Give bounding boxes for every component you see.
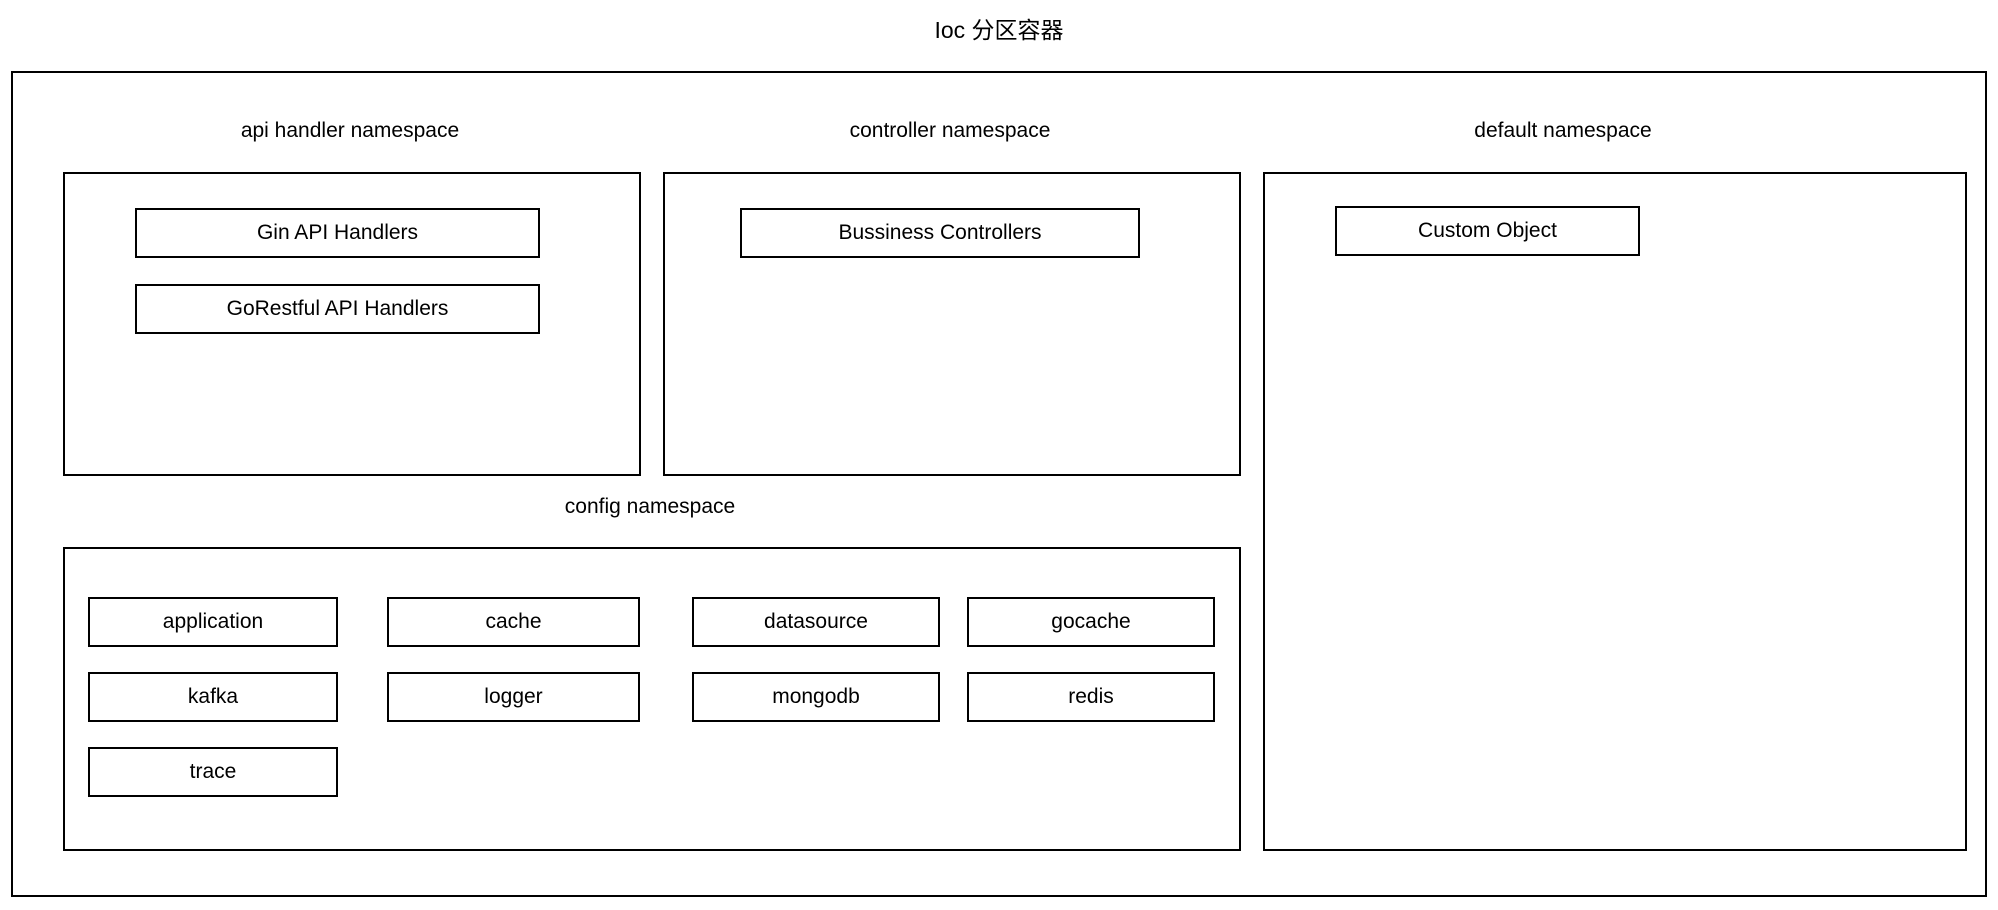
controller-namespace-box: Bussiness Controllers xyxy=(663,172,1241,476)
node-config-trace: trace xyxy=(88,747,338,797)
default-namespace-box: Custom Object xyxy=(1263,172,1967,851)
node-gin-api-handlers: Gin API Handlers xyxy=(135,208,540,258)
node-gorestful-api-handlers: GoRestful API Handlers xyxy=(135,284,540,334)
default-namespace-label: default namespace xyxy=(1474,119,1652,142)
config-namespace-box: application cache datasource gocache kaf… xyxy=(63,547,1241,851)
node-config-logger: logger xyxy=(387,672,640,722)
node-config-kafka: kafka xyxy=(88,672,338,722)
node-config-application: application xyxy=(88,597,338,647)
node-config-cache: cache xyxy=(387,597,640,647)
node-config-mongodb: mongodb xyxy=(692,672,940,722)
ioc-container-boundary: api handler namespace Gin API Handlers G… xyxy=(11,71,1987,897)
diagram-title: Ioc 分区容器 xyxy=(934,17,1064,43)
api-handler-namespace-box: Gin API Handlers GoRestful API Handlers xyxy=(63,172,641,476)
config-namespace-label: config namespace xyxy=(564,495,736,518)
node-custom-object: Custom Object xyxy=(1335,206,1640,256)
node-bussiness-controllers: Bussiness Controllers xyxy=(740,208,1140,258)
api-handler-namespace-label: api handler namespace xyxy=(240,119,460,142)
node-config-datasource: datasource xyxy=(692,597,940,647)
node-config-redis: redis xyxy=(967,672,1215,722)
controller-namespace-label: controller namespace xyxy=(849,119,1051,142)
node-config-gocache: gocache xyxy=(967,597,1215,647)
